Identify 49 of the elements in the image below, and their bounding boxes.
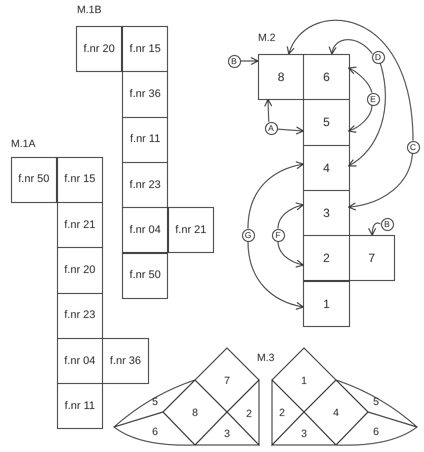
net-face: f.nr 20 [56, 247, 103, 294]
figure-label: M.3 [257, 353, 275, 364]
net-face: f.nr 50 [10, 156, 57, 203]
net-face: 7 [348, 235, 395, 282]
net-face: 5 [303, 99, 350, 146]
circled-letter: D [372, 50, 384, 64]
figure-label: M.1B [77, 5, 102, 16]
net-face: f.nr 04 [122, 207, 168, 254]
curved-arrow [248, 241, 304, 310]
net-face: f.nr 11 [56, 383, 103, 430]
net-face: 4 [303, 144, 350, 191]
net-face: f.nr 36 [122, 71, 168, 118]
net-face: 1 [303, 280, 350, 327]
figure-label: M.2 [258, 33, 276, 44]
circled-letter: B [380, 218, 394, 230]
circled-letter: G [242, 228, 254, 242]
figure-label: M.1A [11, 139, 36, 150]
curved-arrow [278, 241, 304, 268]
net-face: 3 [303, 190, 350, 236]
net-face: 2 [303, 235, 350, 282]
net-face: f.nr 21 [56, 202, 103, 248]
curved-arrow [278, 202, 304, 229]
curved-arrow [348, 62, 386, 166]
curved-arrow [368, 222, 381, 236]
net-face: f.nr 15 [122, 26, 168, 72]
net-face: f.nr 50 [122, 252, 168, 299]
circled-letter: C [406, 140, 420, 154]
arrow [264, 98, 272, 122]
curved-arrow [248, 162, 304, 229]
net-face: f.nr 11 [122, 116, 168, 163]
net-face: f.nr 23 [56, 292, 103, 339]
net-face: f.nr 20 [76, 26, 122, 72]
arrow [240, 56, 259, 66]
curved-arrow [348, 152, 413, 210]
circled-letter: F [272, 228, 284, 242]
net-face: f.nr 36 [102, 338, 149, 384]
curved-arrow [348, 104, 372, 133]
circled-letter: B [228, 54, 240, 68]
net-face: 8 [258, 54, 304, 100]
circled-letter: E [366, 92, 380, 106]
curved-arrow [348, 67, 372, 94]
net-face: 6 [303, 54, 350, 100]
curved-arrow [329, 39, 373, 55]
net-face: f.nr 21 [168, 207, 214, 254]
arrow [276, 126, 304, 135]
curved-arrow [288, 20, 414, 141]
net-face: f.nr 23 [122, 162, 168, 208]
circled-letter: A [264, 122, 278, 134]
net-face: f.nr 15 [56, 156, 103, 203]
